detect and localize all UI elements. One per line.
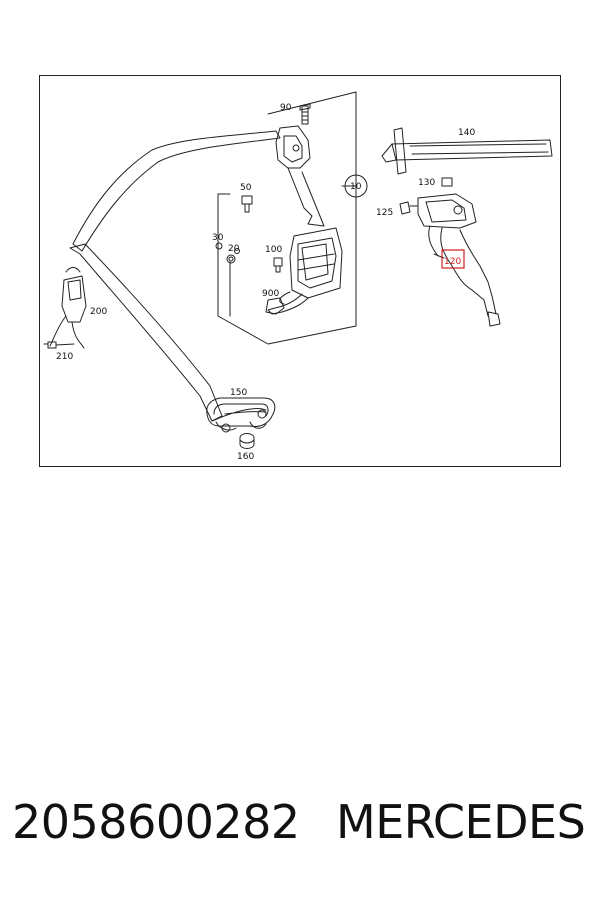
buckle-wire xyxy=(71,321,85,349)
seat-belt-diagram: 90 140 10 50 130 125 30 20 100 120 900 2… xyxy=(43,91,553,462)
callout-200: 200 xyxy=(90,307,107,317)
callout-30: 30 xyxy=(212,233,224,243)
callout-140: 140 xyxy=(458,128,475,138)
cap-160 xyxy=(239,433,255,449)
pretensioner-body xyxy=(417,193,477,229)
bolt-125 xyxy=(399,201,419,215)
callout-125: 125 xyxy=(376,208,393,218)
callout-100: 100 xyxy=(265,245,282,255)
pretensioner-wire xyxy=(428,225,497,315)
brand-name: MERCEDES xyxy=(336,795,586,849)
part-number: 2058600282 xyxy=(12,795,300,849)
callout-90: 90 xyxy=(280,103,292,113)
retractor-body xyxy=(289,227,343,299)
buckle-stalk-body xyxy=(61,275,87,323)
screw-210 xyxy=(43,341,57,349)
callout-10-ring xyxy=(344,174,368,198)
callout-160: 160 xyxy=(237,452,254,462)
belt-guide-loop xyxy=(211,408,267,422)
washer-130 xyxy=(441,177,453,187)
caption: 2058600282 MERCEDES xyxy=(0,795,600,865)
callout-900: 900 xyxy=(262,289,279,299)
callout-120-highlight xyxy=(441,249,465,269)
guide-150 xyxy=(206,397,276,427)
belt-webbing xyxy=(72,130,281,252)
rail-140 xyxy=(391,139,553,161)
callout-50: 50 xyxy=(240,183,252,193)
lock-plate xyxy=(265,297,285,315)
callout-130: 130 xyxy=(418,178,435,188)
callout-20: 20 xyxy=(228,244,240,254)
callout-120: 120 xyxy=(444,257,461,267)
diagram-frame: 90 140 10 50 130 125 30 20 100 120 900 2… xyxy=(39,75,561,467)
height-adjuster xyxy=(275,125,311,169)
belt-lap-section xyxy=(69,243,223,422)
callout-10: 10 xyxy=(350,182,362,192)
group-bracket xyxy=(217,91,357,345)
bolt-50 xyxy=(241,195,253,213)
callout-210: 210 xyxy=(56,352,73,362)
callout-150: 150 xyxy=(230,388,247,398)
